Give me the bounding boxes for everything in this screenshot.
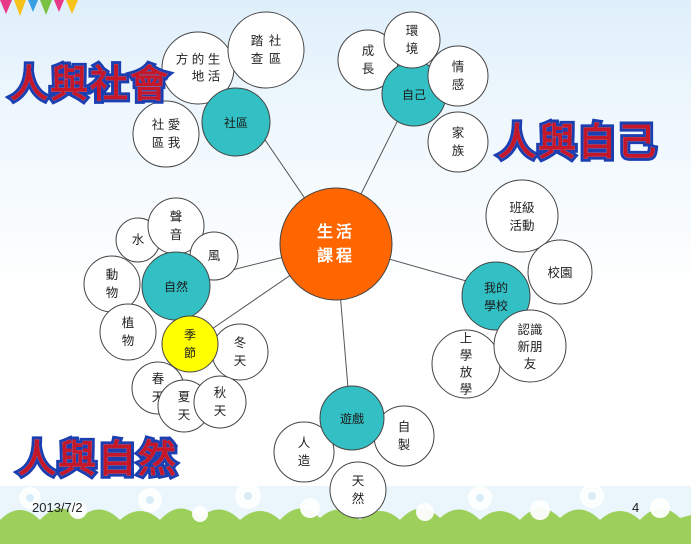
svg-text:人與自己: 人與自己 — [498, 119, 658, 164]
svg-text:人與自然: 人與自然 — [18, 436, 178, 481]
hub-school: 我的學校 — [461, 261, 531, 331]
leaf-self-environment: 環境 — [383, 11, 441, 69]
leaf-nature-plants-label: 植物 — [122, 315, 135, 348]
leaf-nature-animals-label: 動物 — [106, 267, 119, 300]
leaf-school-class-activity: 班級活動 — [485, 179, 559, 253]
leaf-community-explore: 社區踏查 — [227, 11, 305, 89]
leaf-community-love-shape — [132, 100, 200, 168]
leaf-season-autumn: 秋天 — [193, 375, 247, 429]
leaf-nature-animals: 動物 — [83, 255, 141, 313]
hub-seasons-label: 季節 — [184, 328, 196, 360]
leaf-season-summer-label: 夏天 — [178, 389, 191, 422]
leaf-nature-plants-shape — [99, 303, 157, 361]
hub-self-label: 自己 — [402, 88, 426, 102]
leaf-community-explore-shape — [227, 11, 305, 89]
leaf-season-winter: 冬天 — [211, 323, 269, 381]
leaf-season-winter-label: 冬天 — [234, 335, 247, 368]
leaf-games-natural: 天然 — [329, 461, 387, 519]
leaf-school-new-friends: 認識新朋友 — [493, 309, 567, 383]
leaf-school-new-friends-label: 認識新朋友 — [517, 322, 542, 371]
leaf-school-class-activity-label: 班級活動 — [509, 200, 535, 233]
hub-school-shape — [461, 261, 531, 331]
leaf-school-campus-shape — [527, 239, 593, 305]
leaf-community-love-label: 愛我社區 — [152, 117, 181, 150]
leaf-games-homemade: 自製 — [373, 405, 435, 467]
leaf-games-manmade: 人造 — [273, 421, 335, 483]
leaf-community-place: 生活的地方 — [161, 31, 235, 105]
hub-school-label: 我的學校 — [484, 280, 508, 313]
hub-community-label: 社區 — [224, 115, 248, 130]
leaf-school-going-label: 上學放學 — [460, 331, 473, 397]
title-society: 人與社會 人與社會 — [7, 58, 171, 109]
leaf-self-family-label: 家族 — [452, 125, 465, 158]
leaf-nature-animals-shape — [83, 255, 141, 313]
leaf-self-family-shape — [427, 111, 489, 173]
title-nature: 人與自然 人與自然 — [15, 433, 179, 484]
leaf-self-emotion-label: 情感 — [452, 59, 465, 92]
svg-text:人與社會: 人與社會 — [10, 61, 170, 106]
page-number: 4 — [632, 500, 639, 515]
leaf-nature-sound-label: 聲音 — [170, 209, 183, 242]
title-self: 人與自己 人與自己 — [495, 116, 659, 167]
leaf-games-natural-label: 天然 — [352, 473, 365, 506]
leaf-self-family: 家族 — [427, 111, 489, 173]
hub-community-shape — [201, 87, 271, 157]
leaf-self-growth-label: 成長 — [362, 43, 375, 76]
center-node-label: 生活課程 — [317, 222, 355, 265]
leaf-school-class-activity-shape — [485, 179, 559, 253]
svg-text:人與社會: 人與社會 — [10, 61, 170, 106]
hub-nature: 自然 — [141, 251, 211, 321]
footer-date: 2013/7/2 — [32, 500, 83, 515]
svg-text:人與自己: 人與自己 — [498, 119, 658, 164]
hub-community: 社區 — [201, 87, 271, 157]
hub-games-label: 遊戲 — [340, 411, 364, 426]
leaf-community-love: 愛我社區 — [132, 100, 200, 168]
center-node: 生活課程 — [279, 187, 393, 301]
leaf-nature-water-label: 水 — [132, 232, 145, 247]
leaf-nature-plants: 植物 — [99, 303, 157, 361]
hub-nature-label: 自然 — [164, 279, 188, 294]
hub-games-shape — [319, 385, 385, 451]
confetti-decoration — [0, 0, 78, 16]
hub-games: 遊戲 — [319, 385, 385, 451]
hub-seasons: 季節 — [161, 315, 219, 373]
leaf-self-environment-shape — [383, 11, 441, 69]
leaf-school-campus: 校園 — [527, 239, 593, 305]
leaf-school-new-friends-shape — [493, 309, 567, 383]
leaf-school-campus-label: 校園 — [547, 265, 572, 280]
center-node-shape — [279, 187, 393, 301]
leaf-games-manmade-shape — [273, 421, 335, 483]
leaf-community-explore-label: 社區踏查 — [251, 33, 282, 66]
leaf-community-place-label: 生活的地方 — [176, 52, 221, 84]
leaf-self-emotion: 情感 — [427, 45, 489, 107]
leaf-games-manmade-label: 人造 — [298, 435, 311, 468]
leaf-games-natural-shape — [329, 461, 387, 519]
leaf-self-emotion-shape — [427, 45, 489, 107]
leaf-games-homemade-label: 自製 — [398, 419, 411, 452]
leaf-season-winter-shape — [211, 323, 269, 381]
leaf-season-autumn-shape — [193, 375, 247, 429]
hub-seasons-shape — [161, 315, 219, 373]
leaf-self-environment-label: 環境 — [406, 23, 419, 56]
leaf-nature-wind-label: 風 — [208, 248, 221, 263]
leaf-season-autumn-label: 秋天 — [214, 385, 227, 418]
svg-text:人與自然: 人與自然 — [18, 436, 178, 481]
leaf-school-going: 上學放學 — [431, 329, 501, 399]
